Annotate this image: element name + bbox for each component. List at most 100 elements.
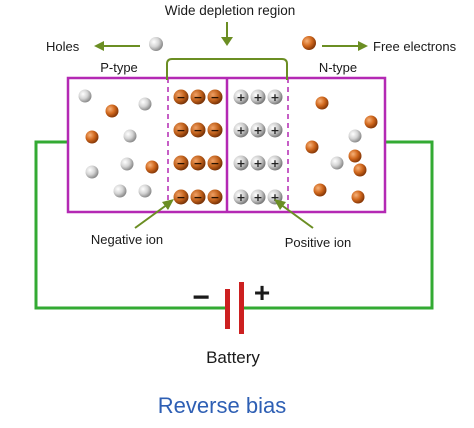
- hole: [85, 165, 99, 179]
- negative-ion-body: [173, 122, 189, 138]
- positive-ion: +: [233, 122, 249, 138]
- negative-ion-label: Negative ion: [91, 232, 163, 247]
- negative-ion-group: −−−−−−−−−−−−: [173, 89, 223, 205]
- p-type-label: P-type: [100, 60, 138, 75]
- positive-ion-body: [267, 89, 283, 105]
- negative-ion-sign: −: [176, 124, 185, 137]
- positive-ion-body: [250, 189, 266, 205]
- free-electron: [305, 140, 319, 154]
- free-electron: [351, 190, 365, 204]
- n-region-carriers: [305, 96, 378, 204]
- negative-ion-body: [207, 189, 223, 205]
- donor-hole: [348, 129, 362, 143]
- hole: [113, 184, 127, 198]
- positive-ion-sign: +: [236, 91, 245, 104]
- battery-plate-right: [239, 282, 244, 334]
- hole: [78, 89, 92, 103]
- electrons-arrow: [322, 41, 368, 51]
- holes-label: Holes: [46, 39, 80, 54]
- negative-ion: −: [173, 155, 189, 171]
- hole: [123, 129, 137, 143]
- hole: [138, 184, 152, 198]
- negative-ion-body: [173, 189, 189, 205]
- negative-ion-body: [207, 122, 223, 138]
- holes-legend: Holes: [46, 37, 163, 54]
- positive-ion-body: [233, 189, 249, 205]
- negative-ion-body: [190, 155, 206, 171]
- electron-legend-icon: [302, 36, 316, 50]
- positive-ion: +: [267, 89, 283, 105]
- negative-ion-sign: −: [210, 157, 219, 170]
- circuit-wire: [34, 140, 434, 310]
- positive-ion-body: [250, 89, 266, 105]
- negative-ion: −: [190, 155, 206, 171]
- negative-ion-sign: −: [193, 191, 202, 204]
- positive-ion: +: [250, 89, 266, 105]
- negative-ion-body: [207, 155, 223, 171]
- negative-ion: −: [207, 189, 223, 205]
- free-electron: [353, 163, 367, 177]
- battery-plus-sign: +: [254, 277, 270, 308]
- negative-ion: −: [173, 122, 189, 138]
- positive-ion-sign: +: [236, 157, 245, 170]
- negative-ion-sign: −: [193, 91, 202, 104]
- positive-ion-sign: +: [253, 91, 262, 104]
- acceptor-electron: [145, 160, 159, 174]
- positive-ion-body: [267, 155, 283, 171]
- negative-ion-sign: −: [176, 157, 185, 170]
- positive-ion-pointer: [274, 199, 314, 229]
- positive-ion: +: [250, 122, 266, 138]
- hole: [138, 97, 152, 111]
- wire-left: [34, 140, 226, 310]
- positive-ion: +: [233, 89, 249, 105]
- positive-ion: +: [233, 155, 249, 171]
- hole-legend-icon: [149, 37, 163, 51]
- acceptor-electron: [105, 104, 119, 118]
- positive-ion: +: [250, 155, 266, 171]
- p-region-carriers: [78, 89, 159, 198]
- positive-ion: +: [267, 122, 283, 138]
- free-electron: [313, 183, 327, 197]
- donor-hole: [330, 156, 344, 170]
- negative-ion: −: [173, 89, 189, 105]
- holes-arrow: [94, 41, 140, 51]
- negative-ion-sign: −: [193, 124, 202, 137]
- positive-ion-sign: +: [253, 157, 262, 170]
- positive-ion-sign: +: [253, 191, 262, 204]
- battery: − + Battery: [192, 277, 270, 367]
- positive-ion-body: [233, 122, 249, 138]
- n-type-label: N-type: [319, 60, 357, 75]
- positive-ion-group: ++++++++++++: [233, 89, 283, 205]
- positive-ion-label: Positive ion: [285, 235, 351, 250]
- negative-ion: −: [207, 122, 223, 138]
- negative-ion-sign: −: [210, 91, 219, 104]
- negative-ion-sign: −: [210, 124, 219, 137]
- negative-ion: −: [190, 89, 206, 105]
- positive-ion-sign: +: [236, 191, 245, 204]
- negative-ion-sign: −: [193, 157, 202, 170]
- battery-minus-sign: −: [192, 281, 210, 314]
- positive-ion: +: [250, 189, 266, 205]
- free-electron: [315, 96, 329, 110]
- negative-ion: −: [207, 155, 223, 171]
- positive-ion-body: [267, 122, 283, 138]
- depletion-region-bracket: [166, 58, 288, 80]
- negative-ion-sign: −: [176, 191, 185, 204]
- negative-ion-sign: −: [176, 91, 185, 104]
- negative-ion: −: [190, 122, 206, 138]
- negative-ion-body: [207, 89, 223, 105]
- positive-ion-body: [250, 155, 266, 171]
- positive-ion: +: [233, 189, 249, 205]
- positive-ion-body: [250, 122, 266, 138]
- positive-ion-body: [233, 155, 249, 171]
- electrons-legend: Free electrons: [302, 36, 457, 54]
- negative-ion-pointer: [134, 199, 174, 229]
- depletion-region-label: Wide depletion region: [165, 3, 296, 18]
- positive-ion-sign: +: [236, 124, 245, 137]
- free-electron: [348, 149, 362, 163]
- free-electron: [364, 115, 378, 129]
- negative-ion: −: [207, 89, 223, 105]
- positive-ion-sign: +: [270, 124, 279, 137]
- positive-ion-sign: +: [270, 191, 279, 204]
- positive-ion-body: [233, 89, 249, 105]
